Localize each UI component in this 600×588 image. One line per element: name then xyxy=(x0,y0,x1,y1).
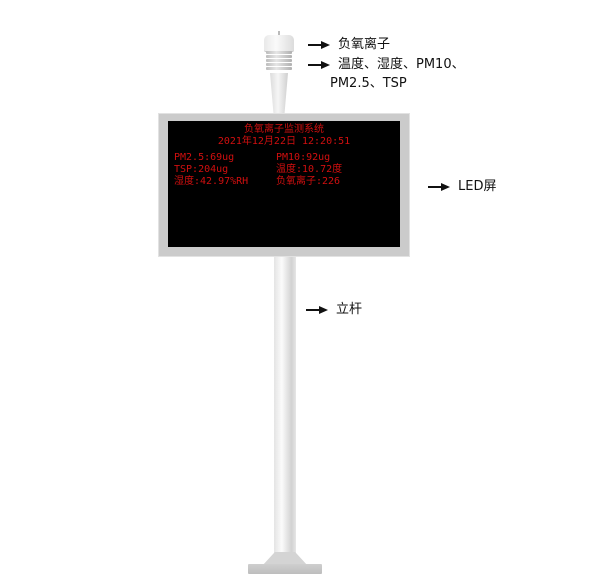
callout-sensors-line2: PM2.5、TSP xyxy=(330,76,407,91)
led-datetime: 2021年12月22日 12:20:51 xyxy=(217,136,351,147)
arrow-right-icon xyxy=(428,181,450,193)
callout-label: 温度、湿度、PM10、 xyxy=(338,57,465,72)
reading-pm10: PM10:92ug xyxy=(276,152,331,163)
callout-pole: 立杆 xyxy=(306,302,362,318)
arrow-right-icon xyxy=(308,39,330,51)
pole xyxy=(274,250,296,568)
reading-tsp: TSP:204ug xyxy=(174,164,229,175)
led-title: 负氧离子监测系统 xyxy=(244,124,324,135)
arrow-right-icon xyxy=(306,304,328,316)
sensor-mount xyxy=(270,73,288,115)
callout-led: LED屏 xyxy=(428,179,496,195)
louver-shield xyxy=(266,51,292,73)
pole-base-gusset xyxy=(262,552,308,566)
pole-base-plate xyxy=(248,564,322,574)
callout-negative-ion: 负氧离子 xyxy=(308,37,390,53)
sensor-antenna xyxy=(278,31,280,36)
callout-sensors: 温度、湿度、PM10、 xyxy=(308,57,465,73)
callout-label: LED屏 xyxy=(458,179,497,194)
negative-ion-sensor-cap xyxy=(264,35,294,52)
arrow-right-icon xyxy=(308,59,330,71)
callout-label: 立杆 xyxy=(336,302,363,317)
reading-temperature: 温度:10.72度 xyxy=(276,164,343,175)
led-screen: 负氧离子监测系统 2021年12月22日 12:20:51 PM2.5:69ug… xyxy=(168,121,400,247)
reading-negative-ion: 负氧离子:226 xyxy=(276,176,341,187)
reading-humidity: 湿度:42.97%RH xyxy=(174,176,249,187)
reading-pm25: PM2.5:69ug xyxy=(174,152,235,163)
callout-label: 负氧离子 xyxy=(338,37,391,52)
